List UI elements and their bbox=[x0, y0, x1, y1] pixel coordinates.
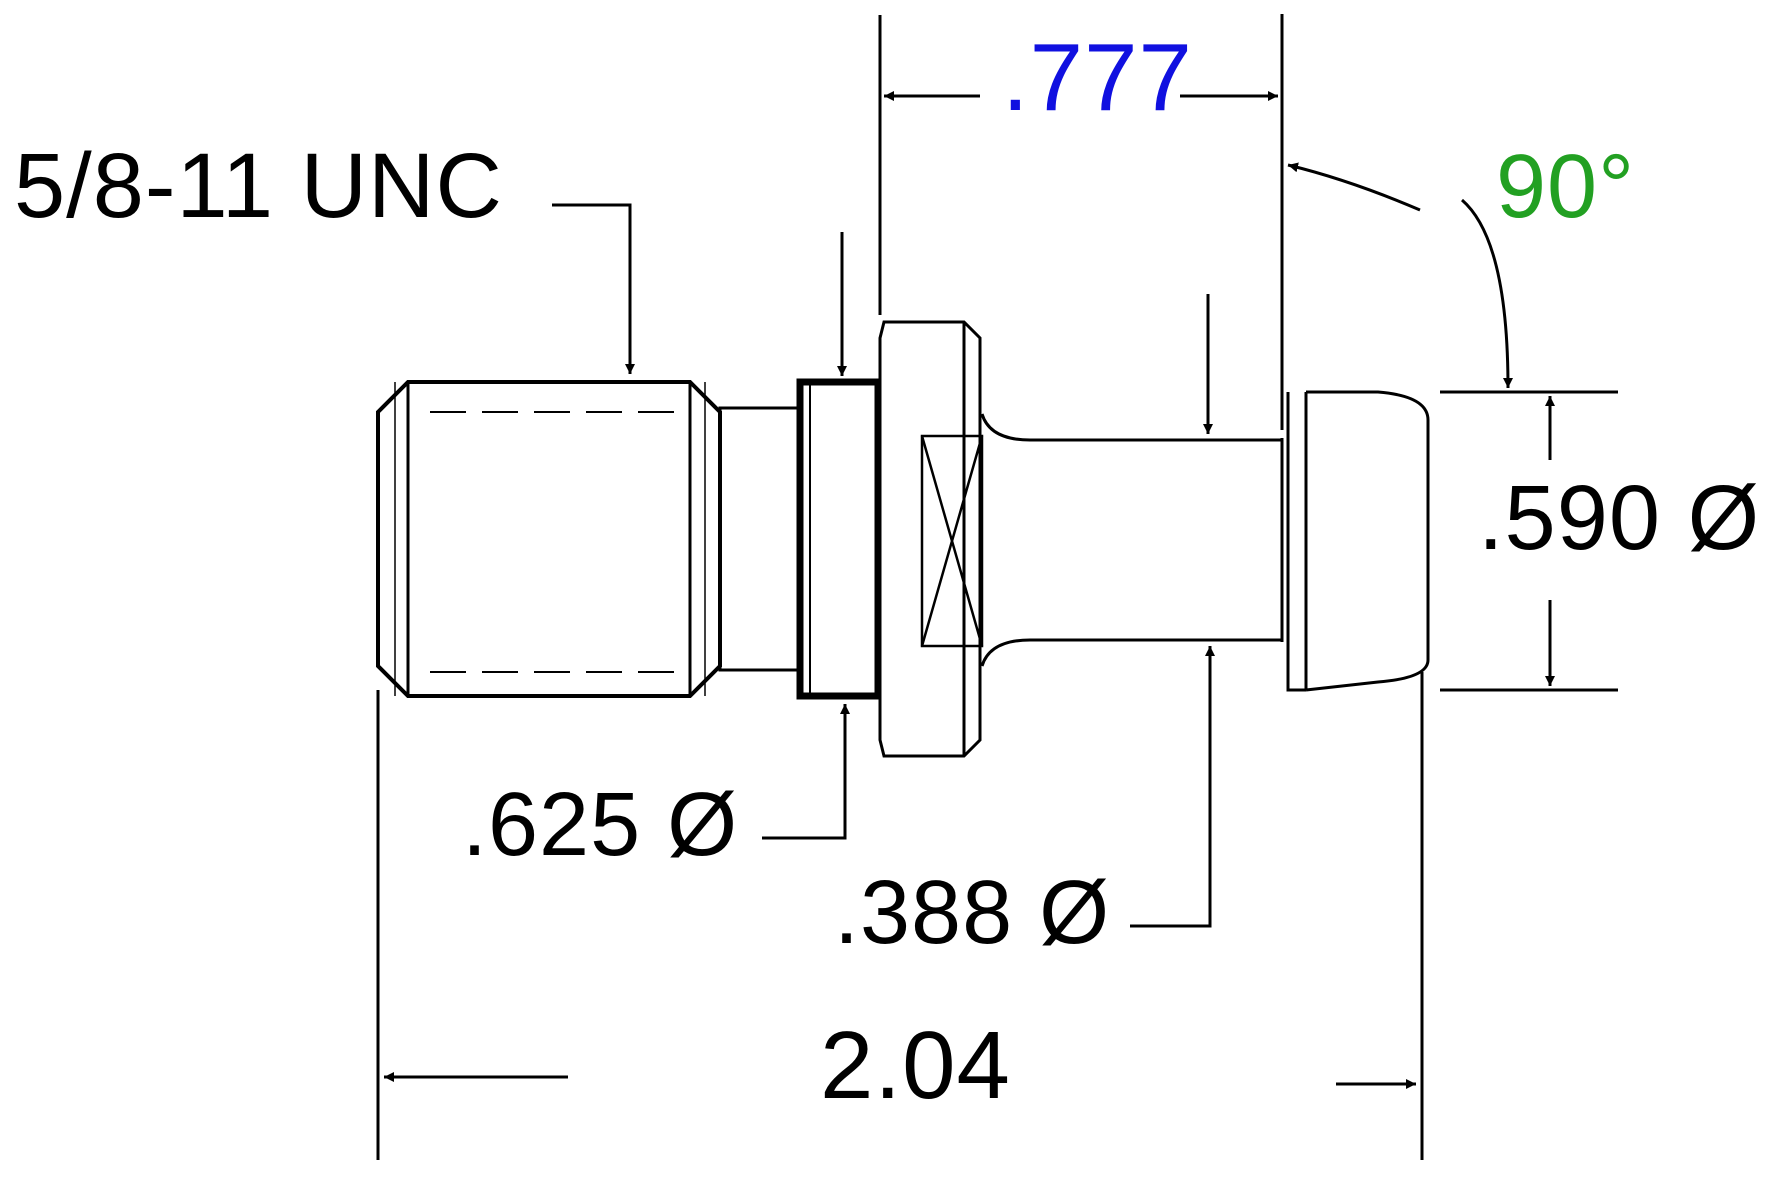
dim-388-leader bbox=[1130, 294, 1215, 928]
dim-777-label: .777 bbox=[1002, 24, 1193, 131]
dim-angle-label: 90° bbox=[1496, 137, 1636, 237]
dim-204-arrows bbox=[384, 1072, 1416, 1089]
angle-90-arc bbox=[1287, 162, 1513, 389]
thread-callout-label: 5/8-11 UNC bbox=[14, 135, 503, 237]
wrench-flats-symbol bbox=[920, 434, 984, 648]
threaded-shank bbox=[376, 380, 722, 698]
dim-590-label: .590 Ø bbox=[1478, 467, 1761, 569]
neck bbox=[718, 406, 802, 672]
knob-head bbox=[1286, 390, 1430, 692]
flange bbox=[878, 320, 982, 758]
pull-stud-body bbox=[980, 413, 1284, 667]
dim-overall-length-label: 2.04 bbox=[820, 1012, 1011, 1119]
thread-leader bbox=[552, 203, 635, 374]
collar bbox=[796, 378, 882, 700]
dim-625-label: .625 Ø bbox=[462, 775, 739, 875]
dim-388-label: .388 Ø bbox=[834, 863, 1111, 963]
dim-625-leader bbox=[762, 232, 850, 840]
extension-lines bbox=[376, 14, 1618, 1160]
